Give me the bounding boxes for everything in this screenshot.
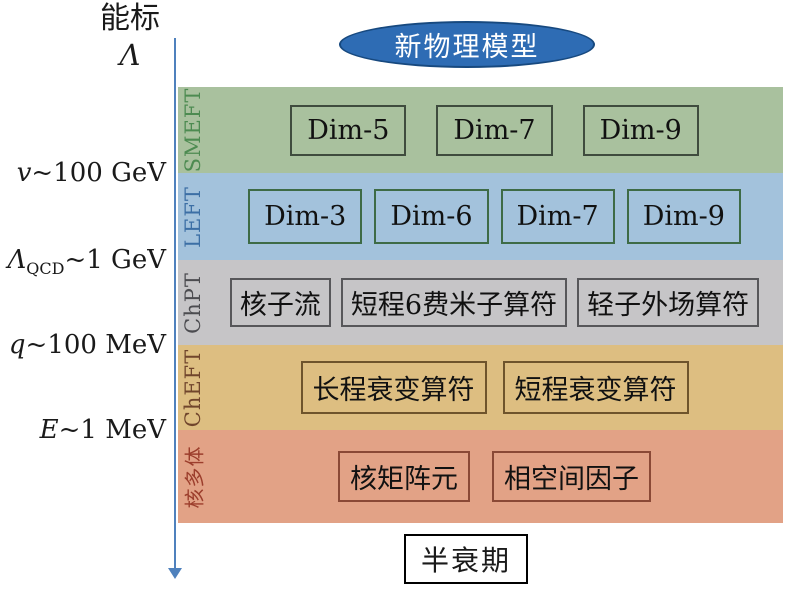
band-cheft-label: ChEFT (181, 348, 205, 427)
box-dim-7-smeft: Dim-7 (436, 104, 553, 156)
axis-title: 能标 Λ (88, 1, 172, 72)
box-phase-space-factor: 相空间因子 (492, 451, 651, 502)
band-smeft-label: SMEFT (181, 87, 205, 173)
band-left-box-row: Dim-3 Dim-6 Dim-7 Dim-9 (206, 173, 783, 260)
energy-axis-line (174, 38, 176, 570)
box-short-range-decay-operator: 短程衰变算符 (502, 361, 689, 414)
box-short-range-6fermion-operator: 短程6费米子算符 (340, 278, 568, 327)
scale-label-lambda-qcd-1gev: ΛQCD~1 GeV (7, 245, 167, 278)
band-chpt-box-row: 核子流 短程6费米子算符 轻子外场算符 (206, 260, 783, 345)
half-life-box: 半衰期 (404, 534, 529, 584)
box-dim-7-left: Dim-7 (500, 189, 615, 244)
band-left: LEFT Dim-3 Dim-6 Dim-7 Dim-9 (178, 173, 783, 260)
box-dim-6: Dim-6 (374, 189, 489, 244)
eft-bands: SMEFT Dim-5 Dim-7 Dim-9 LEFT Dim-3 Dim-6… (178, 87, 783, 523)
band-cheft: ChEFT 长程衰变算符 短程衰变算符 (178, 345, 783, 430)
energy-axis-arrowhead-icon (168, 568, 182, 579)
axis-symbol: Λ (119, 37, 141, 72)
band-left-label: LEFT (181, 185, 205, 248)
band-chpt-label: ChPT (181, 271, 205, 334)
scale-label-e-1mev: E~1 MeV (39, 415, 166, 445)
band-smeft-box-row: Dim-5 Dim-7 Dim-9 (206, 87, 783, 173)
box-long-range-decay-operator: 长程衰变算符 (300, 361, 487, 414)
band-nuclear-box-row: 核矩阵元 相空间因子 (206, 430, 783, 523)
axis-title-text: 能标 (100, 1, 160, 36)
box-dim-5: Dim-5 (290, 104, 407, 156)
band-smeft: SMEFT Dim-5 Dim-7 Dim-9 (178, 87, 783, 173)
box-dim-3: Dim-3 (248, 189, 363, 244)
half-life-label: 半衰期 (421, 544, 512, 577)
box-dim-9-left: Dim-9 (626, 189, 741, 244)
new-physics-label: 新物理模型 (394, 32, 540, 63)
band-cheft-box-row: 长程衰变算符 短程衰变算符 (206, 345, 783, 430)
box-nucleon-current: 核子流 (229, 278, 331, 327)
band-nuclear-many-body: 核多体 核矩阵元 相空间因子 (178, 430, 783, 523)
scale-label-v-100gev: v~100 GeV (16, 158, 166, 188)
box-lepton-external-field-operator: 轻子外场算符 (577, 278, 760, 327)
band-nuclear-many-body-label: 核多体 (182, 445, 207, 508)
scale-label-q-100mev: q~100 MeV (8, 330, 166, 360)
box-nuclear-matrix-element: 核矩阵元 (338, 451, 470, 502)
band-chpt: ChPT 核子流 短程6费米子算符 轻子外场算符 (178, 260, 783, 345)
new-physics-ellipse: 新物理模型 (339, 21, 595, 68)
box-dim-9-smeft: Dim-9 (582, 104, 699, 156)
